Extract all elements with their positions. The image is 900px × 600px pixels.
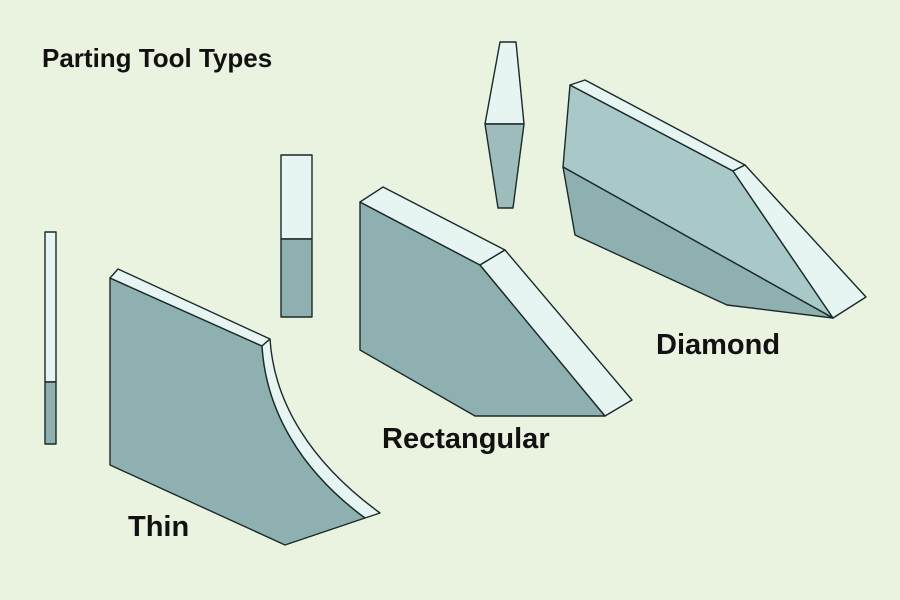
diamond-blade-bevel-face bbox=[732, 164, 867, 319]
thin-tool-label: Thin bbox=[128, 511, 190, 543]
rectangular-tool-label: Rectangular bbox=[382, 423, 550, 455]
rectangular-cross-section bbox=[280, 154, 313, 318]
diamond-cross-section-top bbox=[484, 41, 525, 125]
diamond-tool-blade bbox=[562, 79, 867, 319]
thin-cross-section-top bbox=[44, 231, 57, 383]
diamond-cross-section-bottom bbox=[484, 123, 525, 209]
diamond-blade-lower-face bbox=[562, 166, 834, 319]
rectangular-blade-side-face bbox=[359, 201, 606, 417]
rectangular-cross-section-top bbox=[280, 154, 313, 240]
diagram-title: Parting Tool Types bbox=[42, 43, 273, 73]
thin-cross-section-bottom bbox=[44, 381, 57, 445]
rectangular-tool-blade bbox=[359, 186, 633, 417]
thin-tool-blade bbox=[109, 268, 381, 546]
thin-blade-curved-edge bbox=[261, 338, 381, 519]
rectangular-cross-section-bottom bbox=[280, 238, 313, 318]
diamond-tool-label: Diamond bbox=[656, 329, 781, 361]
rectangular-blade-bevel-face bbox=[479, 249, 633, 417]
diamond-cross-section bbox=[484, 41, 525, 209]
thin-blade-side-face bbox=[109, 277, 366, 546]
thin-cross-section bbox=[44, 231, 57, 445]
